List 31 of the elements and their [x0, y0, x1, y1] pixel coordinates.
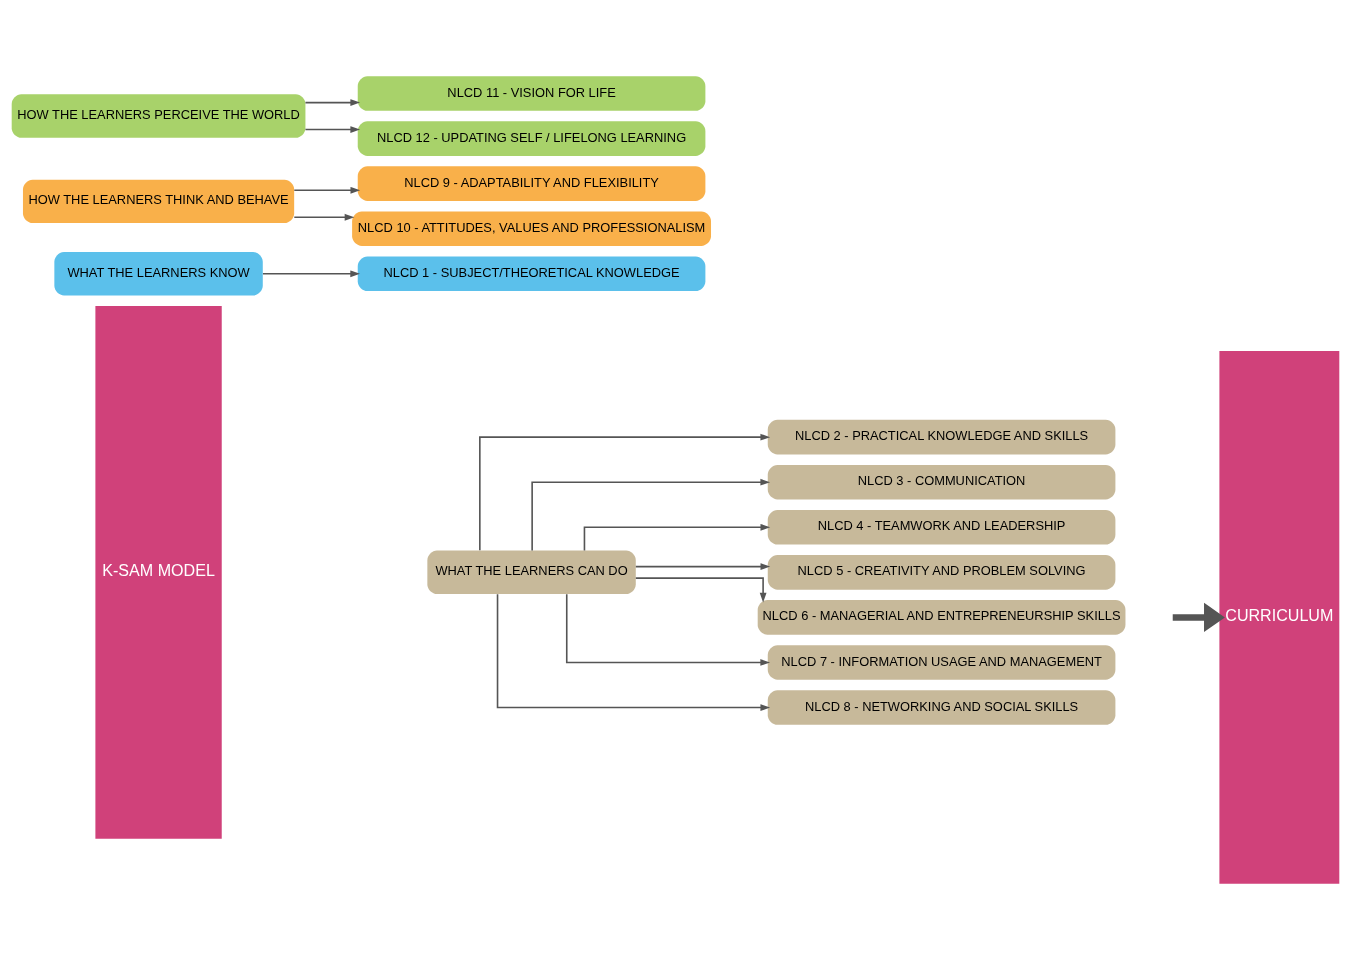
arrow: [304, 125, 361, 133]
node-box: NLCD 3 - COMMUNICATION: [767, 464, 1116, 499]
arrow: [304, 98, 361, 106]
node-box: NLCD 5 - CREATIVITY AND PROBLEM SOLVING: [767, 554, 1116, 590]
node-box: NLCD 12 - UPDATING SELF / LIFELONG LEARNING: [357, 120, 706, 156]
arrow: [565, 592, 771, 666]
node-box: K-SAM MODEL: [95, 305, 222, 839]
node-box: HOW THE LEARNERS THINK AND BEHAVE: [22, 179, 295, 223]
node-box: HOW THE LEARNERS PERCEIVE THE WORLD: [11, 93, 306, 138]
arrow: [635, 562, 771, 570]
arrow: [531, 478, 771, 551]
node-box: NLCD 6 - MANAGERIAL AND ENTREPRENEURSHIP SKILLS: [757, 599, 1126, 635]
arrow: [635, 576, 767, 602]
node-box: WHAT THE LEARNERS CAN DO: [427, 550, 636, 594]
arrow: [479, 433, 771, 551]
node-box: NLCD 4 - TEAMWORK AND LEADERSHIP: [767, 509, 1116, 545]
node-box: NLCD 1 - SUBJECT/THEORETICAL KNOWLEDGE: [357, 256, 706, 291]
node-box: NLCD 2 - PRACTICAL KNOWLEDGE AND SKILLS: [767, 419, 1116, 454]
node-box: NLCD 10 - ATTITUDES, VALUES AND PROFESSIONALISM: [352, 210, 711, 246]
node-box: NLCD 8 - NETWORKING AND SOCIAL SKILLS: [767, 689, 1116, 725]
arrow: [583, 523, 771, 551]
arrow: [293, 186, 361, 194]
arrow: [293, 213, 355, 221]
node-box: NLCD 11 - VISION FOR LIFE: [357, 75, 706, 111]
arrow: [262, 269, 360, 277]
node-box: NLCD 9 - ADAPTABILITY AND FLEXIBILITY: [357, 165, 706, 201]
arrow: [1172, 602, 1225, 632]
node-box: CURRICULUM: [1219, 350, 1340, 884]
arrow: [496, 593, 771, 711]
node-box: WHAT THE LEARNERS KNOW: [54, 251, 263, 295]
node-box: NLCD 7 - INFORMATION USAGE AND MANAGEMENT: [767, 644, 1116, 680]
